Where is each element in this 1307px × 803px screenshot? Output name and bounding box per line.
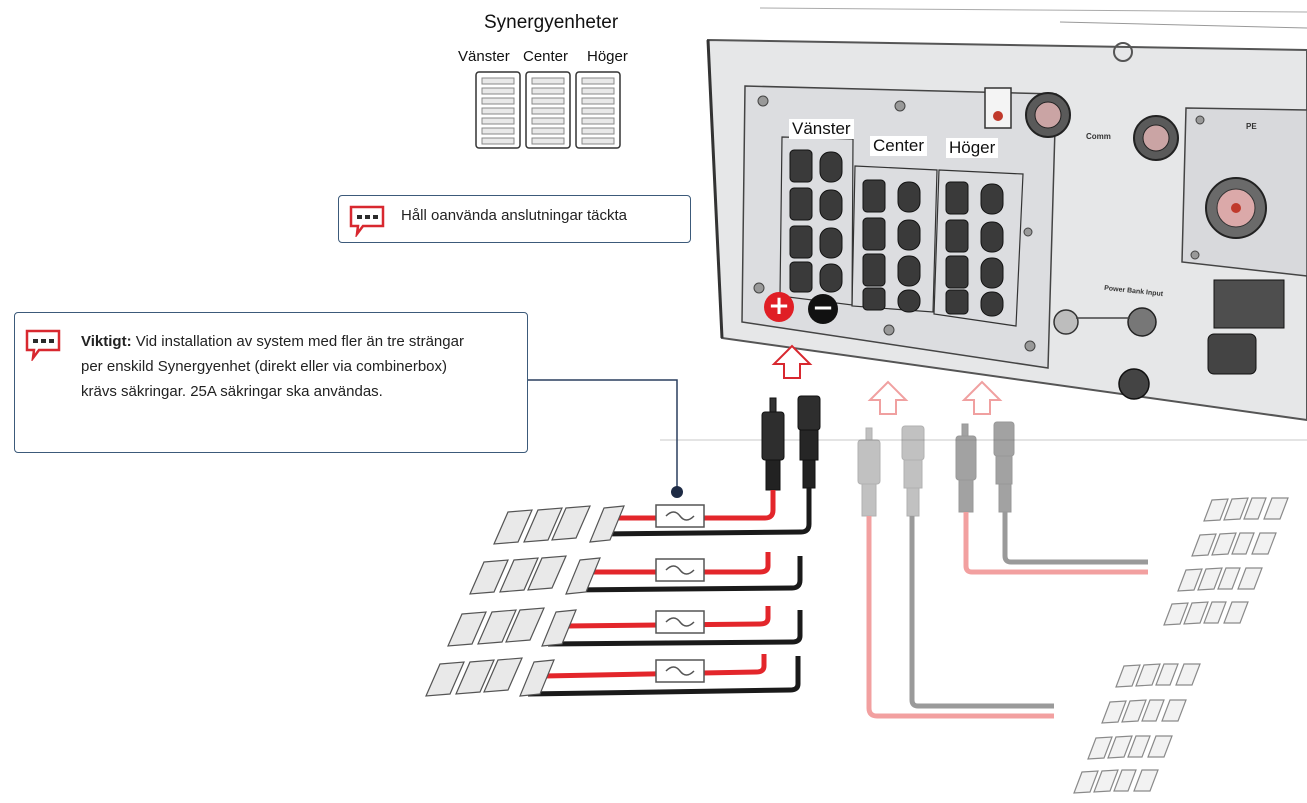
solar-panel-strings (425, 505, 625, 697)
callout-leader (528, 379, 683, 498)
faded-plugs (857, 425, 925, 517)
comm-gland (1025, 92, 1179, 161)
speech-bubble-icon (25, 329, 61, 361)
connector-right-label: Höger (946, 138, 999, 158)
cover-unused-text: Håll oanvända anslutningar täckta (401, 207, 627, 224)
up-arrow-icon (771, 344, 1003, 415)
main-plugs (761, 395, 821, 491)
unit-center-label: Center (523, 48, 569, 65)
pe-label: PE (1246, 122, 1257, 131)
inverter-connectors (789, 149, 1004, 317)
synergy-units-icon (475, 71, 621, 149)
connector-left-label: Vänster (789, 119, 854, 139)
minus-icon: − (808, 294, 838, 324)
speech-bubble-icon (349, 205, 385, 237)
important-text: Viktigt: Vid installation av system med … (81, 329, 481, 404)
important-callout: Viktigt: Vid installation av system med … (14, 312, 528, 453)
faded-plugs-2 (955, 421, 1015, 513)
plus-icon: + (764, 292, 794, 322)
important-body: Vid installation av system med fler än t… (81, 333, 464, 400)
comm-label: Comm (1086, 132, 1111, 141)
connector-center-label: Center (870, 136, 928, 156)
fuse-icon (655, 504, 705, 683)
string-cables (527, 488, 812, 697)
important-label: Viktigt: (81, 333, 132, 350)
solar-panel-strings-faded (1073, 497, 1289, 794)
unit-left-label: Vänster (458, 48, 510, 65)
title: Synergyenheter (484, 12, 619, 33)
cover-unused-callout: Håll oanvända anslutningar täckta (338, 195, 691, 243)
unit-right-label: Höger (587, 48, 628, 65)
faded-cables (866, 512, 1148, 719)
